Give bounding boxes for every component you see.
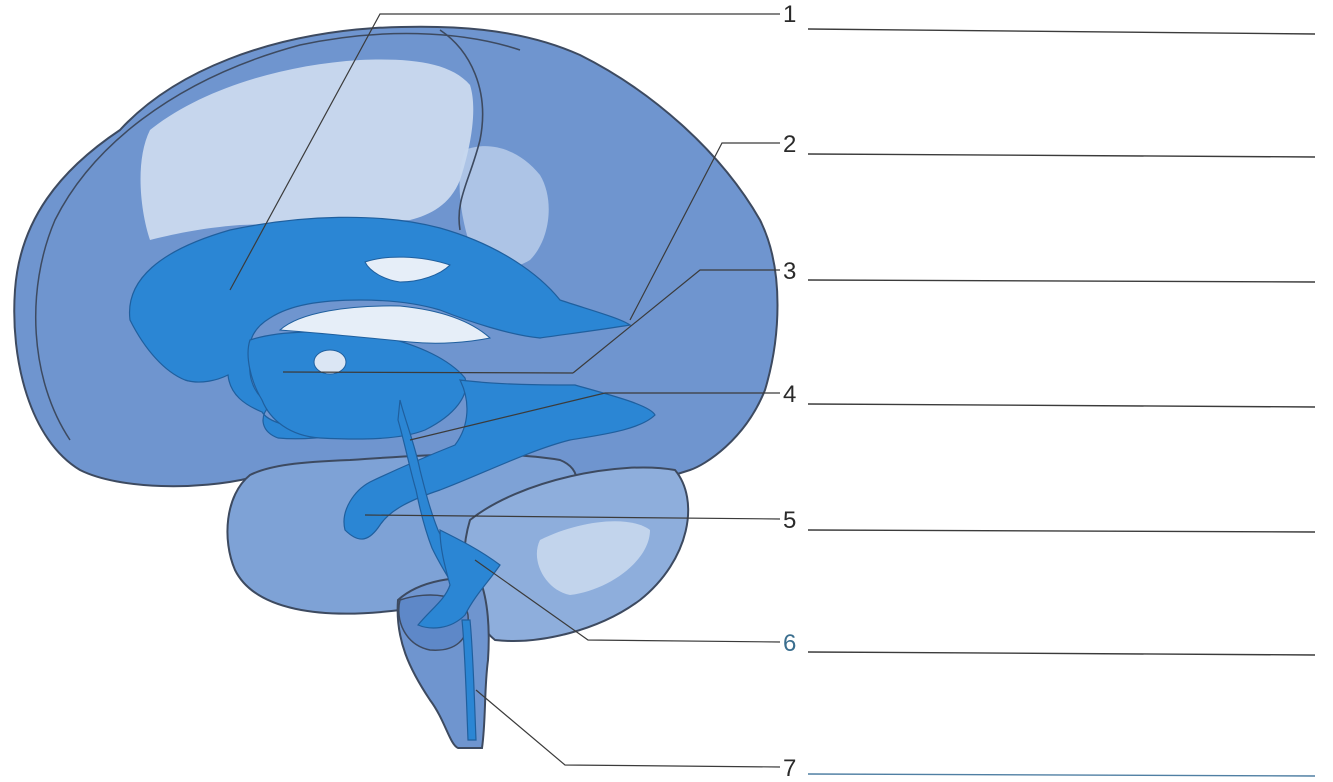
label-numbers: 1 2 3 4 5 6 7 <box>783 1 796 782</box>
answer-line-3[interactable] <box>808 280 1315 282</box>
label-number-2: 2 <box>783 131 796 158</box>
answer-line-5[interactable] <box>808 530 1315 532</box>
label-number-1: 1 <box>783 1 796 28</box>
answer-line-2[interactable] <box>808 154 1315 157</box>
interthalamic-adhesion <box>314 350 346 374</box>
label-number-6: 6 <box>783 630 796 657</box>
answer-line-7[interactable] <box>808 774 1315 776</box>
label-number-5: 5 <box>783 507 796 534</box>
answer-line-1[interactable] <box>808 29 1315 34</box>
leader-line-7 <box>476 690 780 767</box>
label-number-4: 4 <box>783 381 796 408</box>
label-number-7: 7 <box>783 755 796 782</box>
answer-lines <box>808 29 1315 776</box>
answer-line-6[interactable] <box>808 652 1315 655</box>
label-number-3: 3 <box>783 258 796 285</box>
answer-line-4[interactable] <box>808 404 1315 407</box>
